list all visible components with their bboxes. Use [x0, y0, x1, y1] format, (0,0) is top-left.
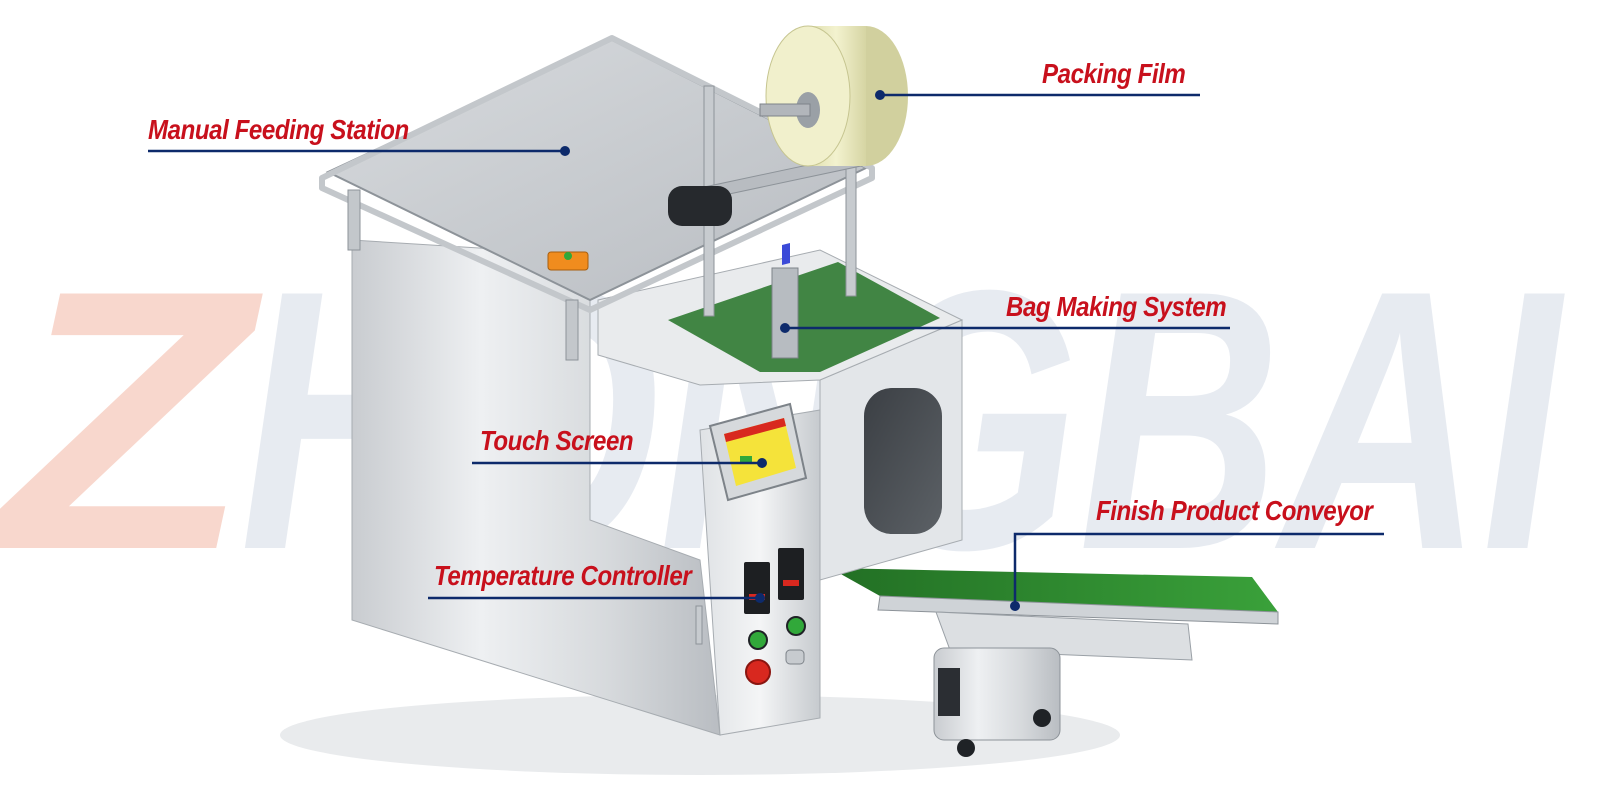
label-bag-making-system: Bag Making System [1006, 291, 1227, 322]
manual-feeding-station-part [319, 35, 875, 361]
packing-film-roll [759, 25, 908, 167]
emergency-stop-button [745, 659, 771, 685]
label-temperature-controller: Temperature Controller [434, 560, 692, 591]
leader-dot-bag-making-system [780, 323, 790, 333]
conveyor-speed-knob-panel [938, 668, 960, 716]
leader-line-finish-product-conveyor [1013, 532, 1384, 604]
feeding-button-lamp [564, 252, 572, 260]
leader-dot-manual-feeding-station [560, 146, 570, 156]
leader-dot-touch-screen [757, 458, 767, 468]
indicator-button [786, 616, 806, 636]
label-finish-product-conveyor: Finish Product Conveyor [1096, 495, 1373, 526]
leader-dot-packing-film [875, 90, 885, 100]
label-manual-feeding-station: Manual Feeding Station [148, 114, 409, 145]
side-door-handle [695, 605, 703, 645]
conveyor-motor-box [933, 647, 1061, 741]
conveyor-belt [830, 568, 1278, 612]
conveyor-caster-1 [957, 739, 975, 757]
watermark-first-letter: Z [0, 214, 269, 627]
temp-controller-1 [744, 562, 770, 614]
start-button [748, 630, 768, 650]
leader-dot-finish-product-conveyor [1010, 601, 1020, 611]
touch-screen-part [708, 243, 808, 502]
temp-controller-2 [778, 548, 804, 600]
conveyor-rail-front [877, 595, 1279, 625]
feeding-tray-rim [319, 35, 875, 313]
floor-shadow [280, 695, 1120, 775]
leader-dot-temperature-controller [755, 593, 765, 603]
conveyor-caster-2 [1033, 709, 1051, 727]
tray-support-right [565, 299, 579, 361]
temp-controller-2-display [783, 580, 799, 586]
touch-screen-button-blue [782, 243, 790, 266]
finish-product-conveyor-part [830, 568, 1279, 757]
label-packing-film: Packing Film [1042, 58, 1186, 89]
touch-screen-header [724, 418, 786, 442]
forming-tube [771, 267, 799, 359]
film-roll-shaft [759, 103, 811, 117]
touch-screen-button-green [740, 456, 752, 464]
selector-switch [785, 649, 805, 665]
leader-dots [560, 90, 1020, 611]
leader-lines [148, 93, 1384, 604]
inspection-window [864, 388, 942, 534]
bag-making-internals [668, 262, 940, 372]
label-touch-screen: Touch Screen [480, 425, 634, 456]
film-motor [668, 186, 732, 226]
tray-support-left [347, 189, 361, 251]
